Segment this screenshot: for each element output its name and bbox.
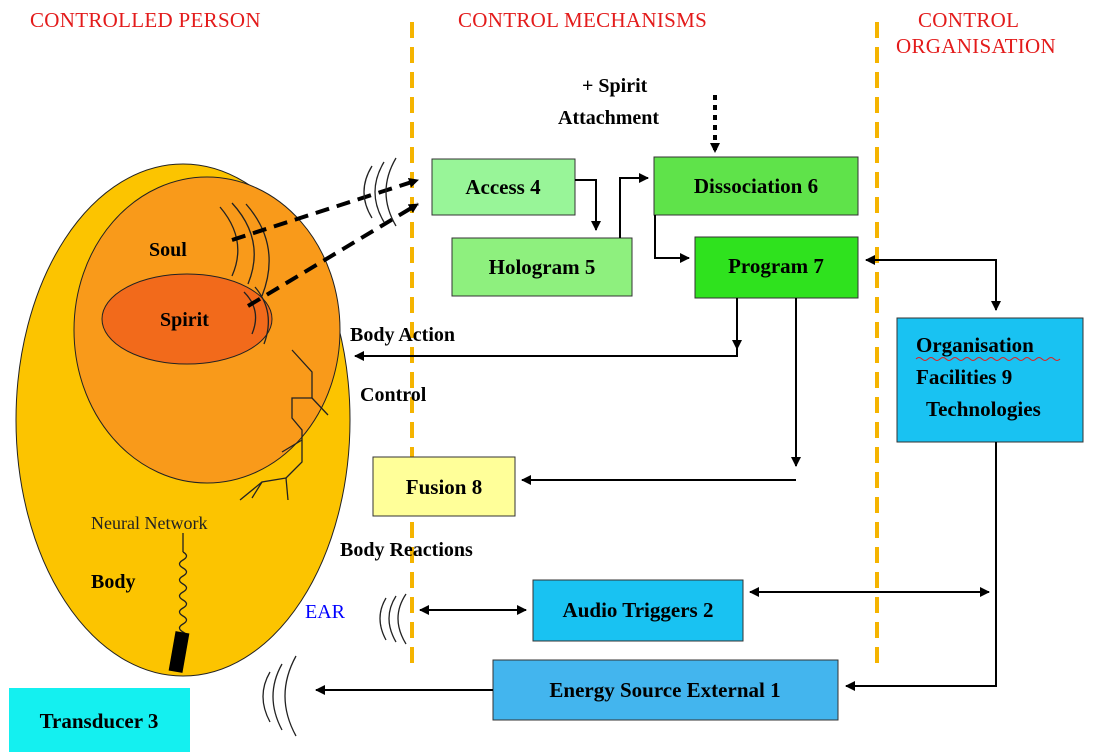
spellcheck-underline	[915, 357, 1061, 361]
program-box	[694, 236, 859, 299]
hologram-box	[451, 237, 633, 297]
energy-source-box-label: Energy Source External 1	[549, 678, 780, 702]
soul-waves	[219, 202, 270, 345]
spirit-attachment-label-line1: + Spirit	[582, 75, 648, 97]
audio-triggers-box-label: Audio Triggers 2	[563, 598, 714, 622]
neural-network-label: Neural Network	[91, 513, 207, 533]
ear-waves	[379, 593, 407, 645]
dissociation-box-label: Dissociation 6	[694, 174, 818, 198]
program-box-label: Program 7	[728, 254, 824, 278]
organisation-box-line2: Facilities 9	[916, 365, 1012, 389]
dissociation-to-program-arrow	[654, 215, 690, 263]
organisation-box	[896, 317, 1084, 443]
access-dashed-links	[231, 178, 420, 308]
program-organisation-link	[865, 255, 1001, 311]
control-label: Control	[360, 384, 427, 406]
organisation-box-line1: Organisation	[916, 333, 1034, 357]
neural-network-lines	[239, 349, 329, 501]
transducer-box	[9, 688, 190, 752]
body-reactions-label: Body Reactions	[340, 539, 473, 561]
energy-source-box	[492, 659, 839, 721]
organisation-to-energy-arrow	[845, 442, 997, 691]
body-label: Body	[91, 571, 135, 593]
nerve-coil	[178, 551, 188, 649]
hologram-box-label: Hologram 5	[489, 255, 596, 279]
column-heading-control-organisation-line2: ORGANISATION	[896, 34, 1056, 58]
body-action-label: Body Action	[350, 324, 455, 346]
column-heading-control-organisation: CONTROL ORGANISATION	[896, 7, 1056, 59]
access-box-label: Access 4	[465, 175, 541, 199]
spirit-label: Spirit	[160, 309, 209, 331]
spirit-ellipse	[101, 273, 273, 365]
ear-label: EAR	[305, 601, 346, 623]
access-waves	[363, 157, 397, 227]
organisation-box-line3: Technologies	[926, 397, 1041, 421]
audio-triggers-box	[532, 579, 744, 642]
access-to-hologram-arrow	[575, 179, 601, 231]
implant-icon	[168, 631, 190, 673]
access-box	[431, 158, 576, 216]
fusion-box-label: Fusion 8	[406, 475, 482, 499]
column-heading-control-mechanisms: CONTROL MECHANISMS	[458, 8, 708, 32]
hologram-to-dissociation-arrow	[619, 173, 649, 238]
transducer-waves	[262, 655, 297, 737]
transducer-box-label: Transducer 3	[40, 709, 159, 733]
spirit-attachment-label-line2: Attachment	[558, 107, 659, 129]
dissociation-box	[653, 156, 859, 216]
fusion-box	[372, 456, 516, 517]
column-heading-control-organisation-line1: CONTROL	[918, 8, 1020, 32]
soul-label: Soul	[149, 239, 187, 261]
column-heading-controlled-person: CONTROLLED PERSON	[30, 8, 261, 32]
